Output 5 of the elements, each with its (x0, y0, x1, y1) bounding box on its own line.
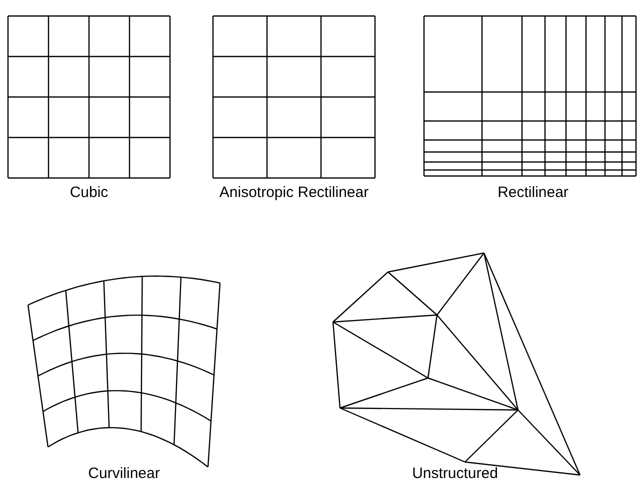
grid-caption: Anisotropic Rectilinear (219, 184, 369, 201)
grid-caption: Cubic (70, 184, 108, 201)
grid-caption: Curvilinear (88, 465, 160, 482)
grid-caption: Unstructured (412, 465, 498, 482)
grid-caption: Rectilinear (498, 184, 568, 201)
